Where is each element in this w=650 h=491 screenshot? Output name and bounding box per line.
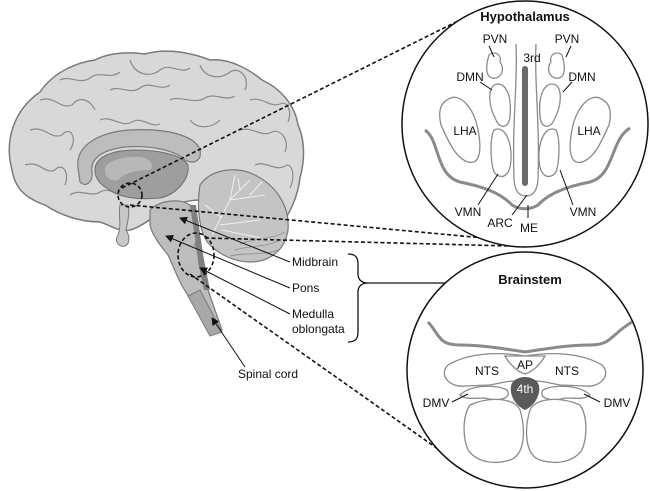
label-lha-right: LHA [577, 124, 600, 138]
brain-sagittal-view [8, 50, 305, 337]
label-ap: AP [517, 358, 533, 372]
hypothalamus-title: Hypothalamus [480, 9, 570, 24]
brainstem-brace [347, 253, 369, 343]
label-spinal-cord: Spinal cord [238, 367, 298, 381]
label-pons: Pons [292, 281, 319, 295]
corpus-callosum [77, 129, 201, 185]
label-pvn-left: PVN [483, 32, 508, 46]
label-medulla-line1: Medulla [292, 307, 334, 321]
label-arc: ARC [487, 216, 513, 230]
label-medulla-line2: oblongata [292, 322, 345, 336]
label-dmv-right: DMV [604, 396, 631, 410]
label-nts-right: NTS [555, 364, 579, 378]
third-ventricle-bar [522, 66, 528, 186]
label-nts-left: NTS [475, 364, 499, 378]
label-me: ME [520, 221, 538, 235]
pituitary [115, 204, 130, 247]
label-vmn-right: VMN [570, 205, 597, 219]
hypothalamus-locator-circle [117, 182, 143, 208]
label-lha-left: LHA [453, 124, 476, 138]
label-dmv-left: DMV [423, 396, 450, 410]
gyri-lines [24, 59, 294, 196]
label-dmn-right: DMN [568, 70, 595, 84]
label-vmn-left: VMN [455, 205, 482, 219]
label-pvn-right: PVN [555, 32, 580, 46]
label-midbrain: Midbrain [292, 255, 338, 269]
label-third-ventricle: 3rd [523, 51, 540, 65]
zoom-connector-lines [121, 19, 511, 455]
fourth-ventricle [510, 377, 540, 410]
pointer-arrows [165, 216, 291, 368]
label-dmn-left: DMN [456, 70, 483, 84]
brainstem-locator-circle [177, 232, 215, 278]
label-fourth-ventricle: 4th [517, 382, 534, 396]
brainstem-inset: Brainstem AP NTS NTS 4th DMV DMV [406, 251, 644, 489]
brainstem-title: Brainstem [498, 272, 562, 287]
hypothalamus-inset: Hypothalamus PVN PVN 3rd DMN DMN LHA LHA… [401, 0, 649, 248]
